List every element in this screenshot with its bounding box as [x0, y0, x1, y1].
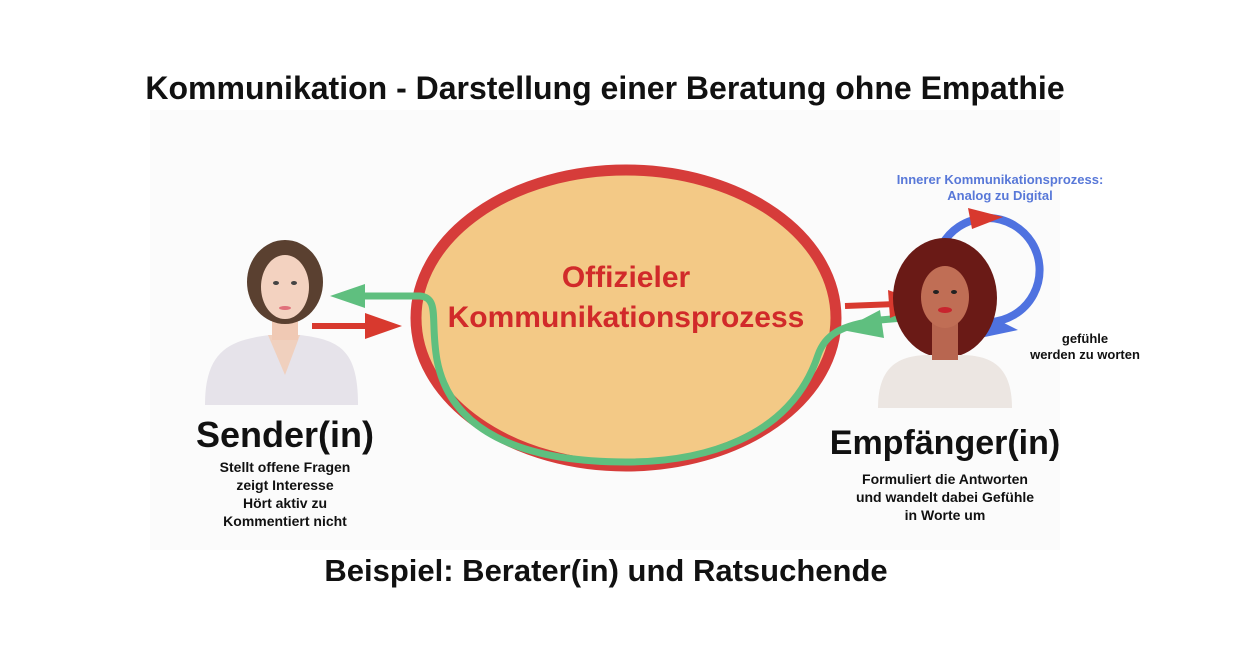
- feelings-note-line2: werden zu worten: [1030, 347, 1140, 362]
- sender-desc-line: Stellt offene Fragen: [219, 459, 351, 475]
- center-label-line1: Offizieler: [561, 261, 691, 294]
- receiver-description: Formuliert die Antworten und wandelt dab…: [820, 470, 1070, 524]
- sender-description: Stellt offene Fragen zeigt Interesse Hör…: [170, 458, 400, 530]
- green-arrowhead-sender: [330, 284, 365, 308]
- footer-caption: Beispiel: Berater(in) und Ratsuchende: [324, 553, 888, 588]
- feedback-path: [360, 292, 881, 466]
- receiver-figure: [878, 238, 1012, 408]
- official-process-ellipse: [410, 164, 842, 472]
- sender-name: Sender(in): [195, 414, 374, 455]
- page-title: Kommunikation - Darstellung einer Beratu…: [145, 70, 1065, 106]
- green-arrowhead-receiver: [842, 310, 884, 338]
- receiver-desc-line: in Worte um: [904, 507, 986, 523]
- message-arrow-receiver: [844, 301, 896, 309]
- feelings-note-line1: gefühle: [1061, 331, 1109, 346]
- sender-desc-line: zeigt Interesse: [236, 477, 334, 493]
- center-label-line2: Kommunikationsprozess: [447, 301, 805, 334]
- receiver-desc-line: Formuliert die Antworten: [862, 471, 1028, 487]
- sender-desc-line: Kommentiert nicht: [223, 513, 347, 529]
- official-process-label: Offizieler Kommunikationsprozess: [416, 258, 836, 338]
- inner-process-loop: [938, 214, 1044, 326]
- receiver-desc-line: und wandelt dabei Gefühle: [855, 489, 1035, 505]
- sender-figure: [205, 240, 358, 405]
- inner-process-line1: Innerer Kommunikationsprozess:: [896, 172, 1104, 187]
- receiver-name: Empfänger(in): [829, 424, 1061, 462]
- inner-process-label: Innerer Kommunikationsprozess: Analog zu…: [870, 172, 1130, 204]
- feelings-note: gefühle werden zu worten: [1010, 331, 1160, 363]
- sender-desc-line: Hört aktiv zu: [242, 495, 327, 511]
- loop-red-arrowhead: [968, 208, 1003, 229]
- inner-process-line2: Analog zu Digital: [947, 188, 1053, 203]
